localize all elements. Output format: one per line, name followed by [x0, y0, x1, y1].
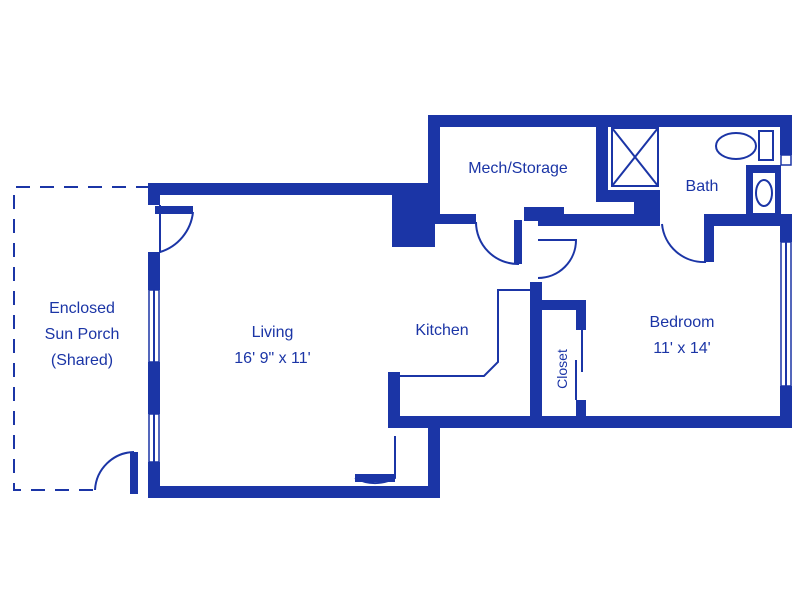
room-label-bedroom: Bedroom 11' x 14': [630, 310, 734, 362]
room-label-sun-porch: Enclosed Sun Porch (Shared): [22, 296, 142, 374]
bedroom-dims: 11' x 14': [653, 340, 711, 357]
toilet-icon: [715, 130, 774, 161]
bedroom-name: Bedroom: [649, 314, 715, 331]
living-name: Living: [251, 324, 294, 341]
sink-icon: [751, 171, 777, 215]
closet-doors: [575, 330, 583, 400]
closet-name: Closet: [554, 349, 570, 389]
living-dims: 16' 9" x 11': [234, 350, 311, 367]
room-label-mech: Mech/Storage: [452, 156, 584, 182]
walls: [130, 115, 792, 498]
room-label-living: Living 16' 9" x 11': [200, 320, 345, 372]
room-label-closet: Closet: [549, 334, 575, 404]
bath-name: Bath: [685, 178, 719, 195]
sun-porch-line1: Enclosed: [49, 300, 115, 317]
doors: [94, 205, 707, 491]
room-label-kitchen: Kitchen: [400, 318, 484, 344]
sun-porch-line2: Sun Porch: [44, 326, 120, 343]
kitchen-name: Kitchen: [415, 322, 469, 339]
mech-name: Mech/Storage: [468, 160, 568, 177]
room-label-bath: Bath: [672, 174, 732, 200]
shower-icon: [611, 127, 659, 187]
windows: [148, 154, 792, 463]
kitchen-counter: [400, 289, 530, 377]
sun-porch-line3: (Shared): [50, 352, 114, 369]
